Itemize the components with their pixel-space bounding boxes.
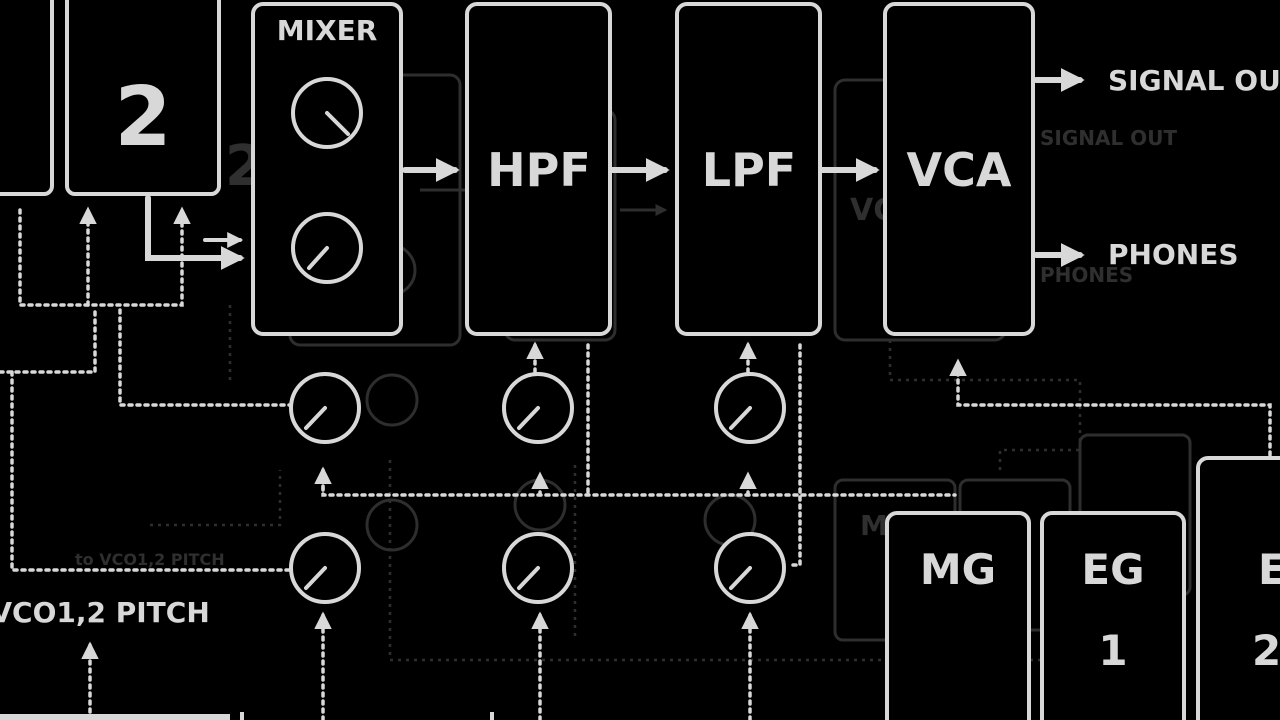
mg-label: MG: [920, 545, 996, 594]
hpf-eg-knob: [502, 532, 574, 604]
pitch-mod-line-a: [0, 308, 97, 374]
signal-out-label: SIGNAL OUT: [1108, 64, 1280, 97]
vca-eg-line: [949, 358, 1272, 457]
vco2-number: 2: [114, 70, 171, 165]
bus-line: [321, 468, 957, 497]
lpf-mod-knob: [714, 372, 786, 444]
eg1-number: 1: [1098, 626, 1127, 675]
vco-to-mixer-arrow: [145, 195, 245, 270]
hpf-label: HPF: [487, 143, 591, 197]
audio-signal-arrows: [145, 68, 1085, 270]
output-labels: SIGNAL OUT PHONES: [1108, 64, 1280, 271]
vco1-box: [0, 0, 54, 196]
mixer-box: [251, 2, 403, 336]
lpf-cv-line: [788, 343, 802, 567]
lpf-label: LPF: [702, 143, 796, 197]
ghost-knob: [365, 498, 419, 552]
ghost-knob: [365, 373, 419, 427]
module-labels: VCO 2 MIXER HPF LPF VCA MG EG 1 EG 2: [91, 0, 1280, 675]
mixer-eg-knob: [289, 532, 361, 604]
vco2-box: [65, 0, 221, 196]
bottom-fragments: [0, 712, 494, 720]
vco2-label: VCO: [91, 0, 195, 9]
eg2-label: EG: [1258, 545, 1280, 594]
mixer-label: MIXER: [277, 14, 378, 47]
mixer-mod-knob: [289, 372, 361, 444]
vca-box: [883, 2, 1035, 336]
vca-label: VCA: [907, 143, 1012, 197]
phones-label: PHONES: [1108, 238, 1238, 271]
hpf-box: [465, 2, 612, 336]
eg2-number: 2: [1252, 626, 1280, 675]
vco-pitch-label: to VCO1,2 PITCH: [0, 596, 210, 629]
mg-box: [885, 511, 1031, 720]
mixer-knob-2: [291, 212, 363, 284]
eg1-label: EG: [1081, 545, 1144, 594]
eg2-box: [1196, 456, 1280, 720]
ghost-phones-text: PHONES: [1040, 263, 1133, 287]
pitch-mod-line-b: [118, 308, 292, 407]
modulation-lines: [0, 206, 1272, 720]
ghost-vco-pitch-text: to VCO1,2 PITCH: [75, 550, 225, 569]
ghost-signal-out-text: SIGNAL OUT: [1040, 126, 1177, 150]
lpf-eg-knob: [714, 532, 786, 604]
pitch-mod-line-c: [10, 370, 292, 572]
mixer-knob-1: [291, 77, 363, 149]
eg1-box: [1040, 511, 1186, 720]
knobs: [289, 77, 786, 604]
lpf-box: [675, 2, 822, 336]
hpf-mod-knob: [502, 372, 574, 444]
